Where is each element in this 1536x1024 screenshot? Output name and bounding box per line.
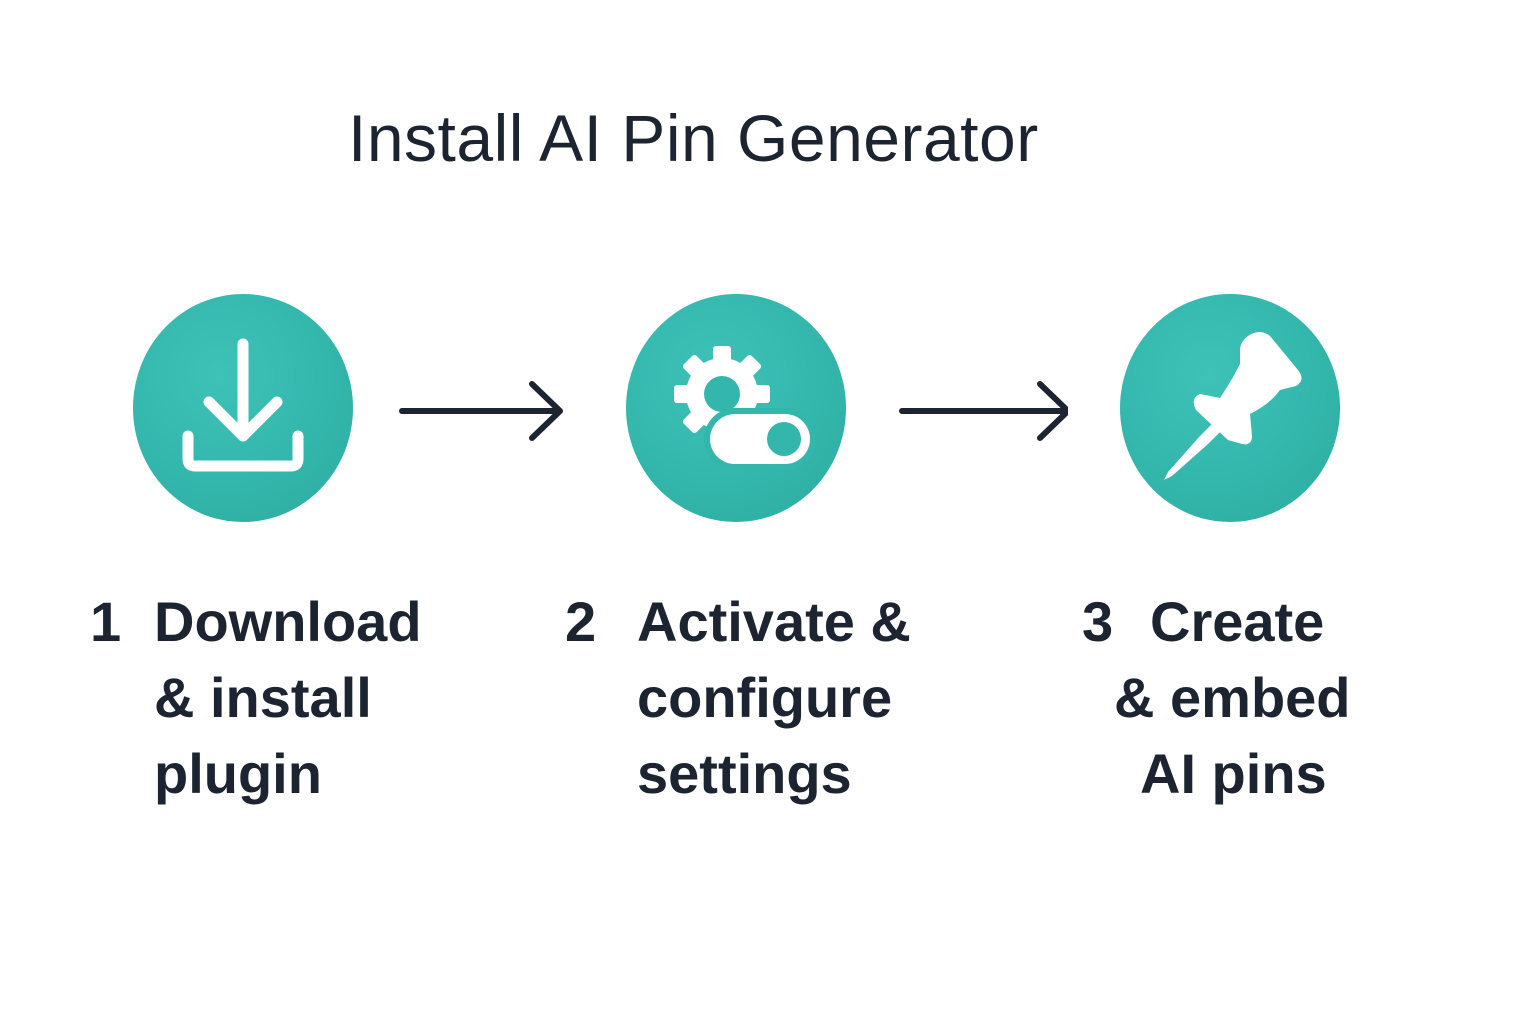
step-text-line: configure — [637, 666, 893, 729]
step-text-line: Activate & — [637, 590, 911, 653]
step-text-line: plugin — [154, 742, 322, 805]
step-number: 1 — [90, 590, 122, 653]
step-text-line: & embed — [1114, 666, 1351, 729]
step-1-label: 1 Download & install plugin — [90, 584, 470, 824]
step-text-line: AI pins — [1140, 742, 1327, 805]
page-title: Install AI Pin Generator — [348, 101, 1039, 175]
step-text-line: settings — [637, 742, 852, 805]
step-number: 2 — [565, 590, 597, 653]
download-icon — [182, 338, 304, 472]
step-text-line: Download — [154, 590, 422, 653]
step-1-circle — [133, 294, 353, 522]
arrow-right-icon — [399, 381, 563, 441]
arrow-right-icon — [899, 381, 1068, 441]
step-3-circle — [1120, 294, 1340, 522]
step-3-label: 3 Create & embed AI pins — [1082, 584, 1402, 824]
step-text-line: Create — [1150, 590, 1325, 653]
gear-toggle-icon — [674, 346, 816, 470]
step-text-line: & install — [154, 666, 372, 729]
step-2-label: 2 Activate & configure settings — [565, 584, 965, 824]
step-number: 3 — [1082, 590, 1114, 653]
pushpin-icon — [1164, 332, 1302, 480]
step-2-circle — [626, 294, 846, 522]
